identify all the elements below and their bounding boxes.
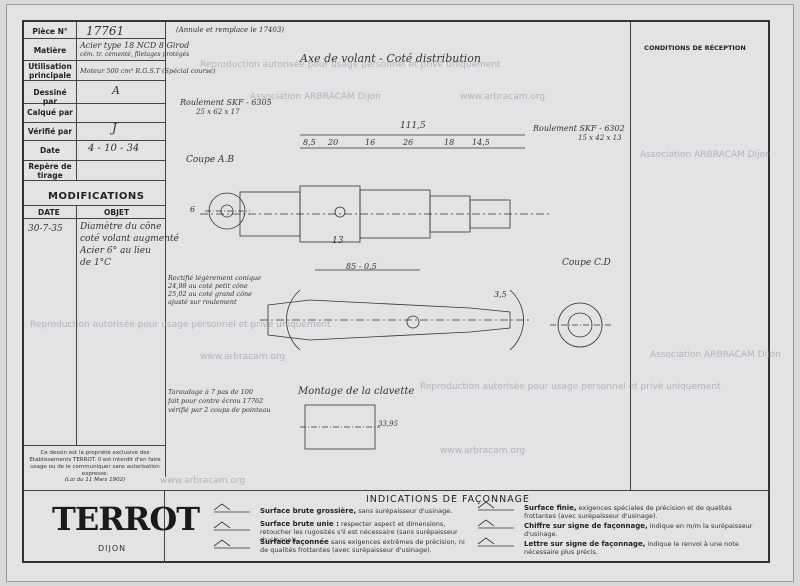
conditions-title: CONDITIONS DE RÉCEPTION: [644, 44, 746, 52]
coupe-ab-label: Coupe A.B: [186, 155, 235, 165]
calque-label: Calqué par: [27, 108, 73, 117]
ind-finie: Surface finie, exigences spéciales de pr…: [524, 504, 732, 520]
row-line: [24, 60, 165, 61]
piece-number: 17761: [86, 24, 125, 38]
mods-objet-header: OBJET: [104, 208, 130, 217]
dessine-label: Dessiné par: [33, 88, 67, 106]
mod-entry-line: coté volant augmenté: [80, 234, 179, 244]
watermark: Association ARBRACAM Dijon: [640, 150, 771, 160]
watermark: www.arbracam.org: [460, 92, 546, 102]
coupe-cd-label: Coupe C.D: [562, 258, 611, 268]
dim-total-length: 111,5: [400, 121, 426, 131]
left-column-border: [165, 22, 166, 477]
watermark: Association ARBRACAM Dijon: [650, 350, 781, 360]
utilisation-label: Utilisation principale: [28, 62, 72, 80]
note-rectifie: Rectifié légèrement conique: [168, 274, 262, 282]
verifie-label: Vérifié par: [27, 127, 73, 136]
law-note: (Loi du 11 Mars 1902): [64, 477, 126, 483]
roulement-right-label: Roulement SKF - 6302: [533, 124, 625, 133]
watermark: www.arbracam.org: [200, 352, 286, 362]
piece-note: (Annule et remplace le 17403): [176, 26, 285, 34]
bottom-band-line: [24, 490, 770, 491]
note-rectifie: ajusté sur roulement: [168, 298, 237, 306]
drawing-sheet: [6, 4, 794, 582]
mods-divider: [76, 205, 77, 445]
mod-entry-line: Acier 6° au lieu: [80, 246, 151, 256]
matiere-value: Acier type 18 NCD 8 Girod: [80, 41, 190, 50]
modifications-title: MODIFICATIONS: [48, 191, 145, 202]
dim-value: 14,5: [472, 138, 490, 147]
roulement-right-dims: 15 x 42 x 13: [578, 134, 622, 142]
terrot-logo: TERROT: [52, 500, 200, 538]
row-line: [24, 103, 165, 104]
mod-entry-date: 30-7-35: [28, 224, 63, 234]
note-taraudage: vérifié par 2 coups de pointeau: [168, 406, 271, 414]
dim-value: 16: [365, 138, 376, 147]
watermark: Reproduction autorisée pour usage person…: [200, 60, 501, 70]
row-line: [24, 205, 165, 206]
dim-value: 85 - 0,5: [346, 262, 377, 271]
note-taraudage: fait pour contre écrou 17762: [168, 397, 264, 405]
indications-title: INDICATIONS DE FAÇONNAGE: [366, 494, 530, 505]
row-line: [24, 218, 165, 219]
cone-section: [267, 299, 511, 341]
dim-value: 3,5: [494, 290, 507, 299]
drawing-frame: [22, 20, 770, 563]
repere-label: Repère de tirage: [28, 162, 72, 180]
title-block-divider: [76, 22, 77, 180]
verifie-value: J: [112, 121, 117, 135]
watermark: Reproduction autorisée pour usage person…: [30, 320, 331, 330]
piece-label: Pièce N°: [32, 27, 68, 36]
utilisation-value: Moteur 500 cm³ R.G.S.T (Spécial course): [80, 67, 216, 75]
ind-brute-unie: Surface brute unie : respecter aspect et…: [260, 520, 458, 544]
row-line: [24, 80, 165, 81]
property-note: Ce dessin est la propriété exclusive des…: [29, 450, 161, 477]
dessine-value: A: [112, 84, 120, 97]
dim-value: 18: [444, 138, 455, 147]
conditions-divider: [630, 22, 631, 490]
row-line: [24, 180, 165, 181]
mod-entry-line: de 1°C: [80, 258, 112, 268]
row-line: [24, 38, 165, 39]
roulement-left-dims: 25 x 62 x 17: [196, 108, 240, 116]
logo-divider: [164, 490, 165, 563]
note-rectifie: 25,02 au coté grand cône: [168, 290, 253, 298]
watermark: Association ARBRACAM Dijon: [250, 92, 381, 102]
dim-value: 13: [332, 236, 344, 246]
mod-entry-line: Diamètre du cône: [80, 222, 162, 232]
logo-city: DIJON: [98, 544, 127, 553]
row-line: [24, 160, 165, 161]
ind-faconnee: Surface façonnée sans exigences extrêmes…: [260, 538, 465, 554]
drawing-title: Axe de volant - Coté distribution: [300, 52, 481, 65]
ind-brute-grossiere: Surface brute grossière, sans surépaisse…: [260, 507, 453, 515]
watermark: www.arbracam.org: [160, 476, 246, 486]
dim-value: 6: [190, 205, 196, 214]
montage-title: Montage de la clavette: [298, 386, 415, 397]
mods-date-header: DATE: [38, 208, 60, 217]
dim-value: 26: [403, 138, 414, 147]
ind-lettre: Lettre sur signe de façonnage, indique l…: [524, 540, 739, 556]
ind-chiffre: Chiffre sur signe de façonnage, indique …: [524, 522, 753, 538]
note-rectifie: 24,98 au coté petit cône: [168, 282, 248, 290]
row-line: [24, 140, 165, 141]
row-line: [24, 122, 165, 123]
watermark: Reproduction autorisée pour usage person…: [420, 382, 721, 392]
dim-value: 20: [328, 138, 339, 147]
row-line: [24, 445, 165, 446]
matiere-note: cém. tr. cémenté, filetages protégés: [80, 51, 190, 58]
roulement-left-label: Roulement SKF - 6305: [180, 98, 272, 107]
matiere-label: Matière: [33, 46, 67, 55]
dim-value: 33,95: [378, 420, 399, 428]
date-label: Date: [40, 146, 60, 155]
note-taraudage: Taraudage à 7 pas de 100: [168, 388, 254, 396]
dim-value: 8,5: [303, 138, 316, 147]
watermark: www.arbracam.org: [440, 446, 526, 456]
date-value: 4 - 10 - 34: [88, 143, 140, 154]
